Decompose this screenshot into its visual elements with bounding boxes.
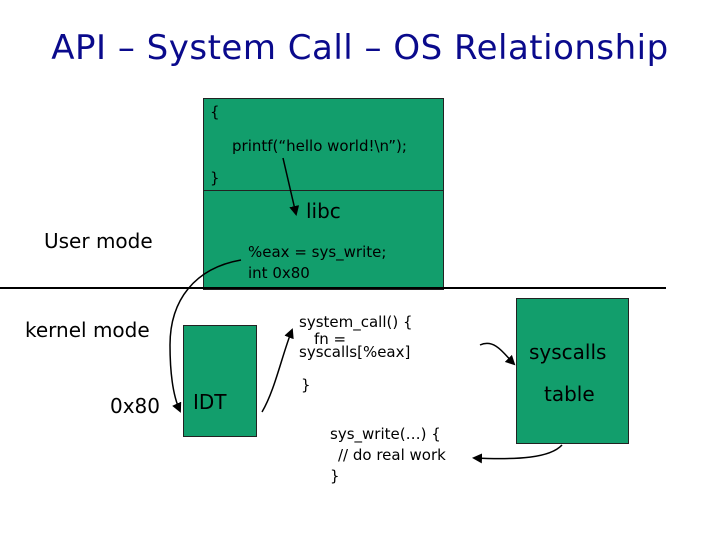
fn-assign-line: fn = (314, 330, 347, 348)
idt-label: IDT (193, 390, 227, 414)
sys-write-line: sys_write(…) { (330, 425, 441, 443)
int-to-idt-arrow (169, 259, 242, 413)
user-mode-label: User mode (44, 229, 153, 253)
mode-divider (0, 287, 666, 289)
syscalls-lookup-line: syscalls[%eax] (299, 343, 411, 361)
syscalls-table-label-1: syscalls (529, 340, 607, 364)
printf-to-libc-arrow (282, 157, 300, 216)
code-close-brace: } (210, 169, 220, 187)
system-call-line: system_call() { (299, 313, 413, 331)
syscalls-table (516, 298, 629, 444)
printf-line: printf(“hello world!\n”); (232, 137, 407, 155)
code-box: { printf(“hello world!\n”); } (203, 98, 444, 192)
idt-column (183, 325, 257, 437)
table-to-sys-write-arrow (472, 444, 563, 464)
system-call-close-brace: } (301, 376, 311, 394)
libc-label: libc (306, 199, 341, 223)
kernel-mode-label: kernel mode (25, 318, 150, 342)
int-0x80-line: int 0x80 (248, 264, 310, 282)
vector-0x80-label: 0x80 (110, 394, 161, 418)
sys-write-close-brace: } (330, 467, 340, 485)
libc-box: libc %eax = sys_write; int 0x80 (203, 190, 444, 290)
real-work-comment: // do real work (338, 446, 446, 464)
syscalls-table-label-2: table (544, 382, 595, 406)
eax-assign-line: %eax = sys_write; (248, 243, 387, 261)
lookup-to-table-arrow (479, 342, 516, 366)
code-open-brace: { (210, 103, 220, 121)
idt-to-system-call-arrow (261, 328, 294, 413)
page-title: API – System Call – OS Relationship (51, 28, 669, 68)
